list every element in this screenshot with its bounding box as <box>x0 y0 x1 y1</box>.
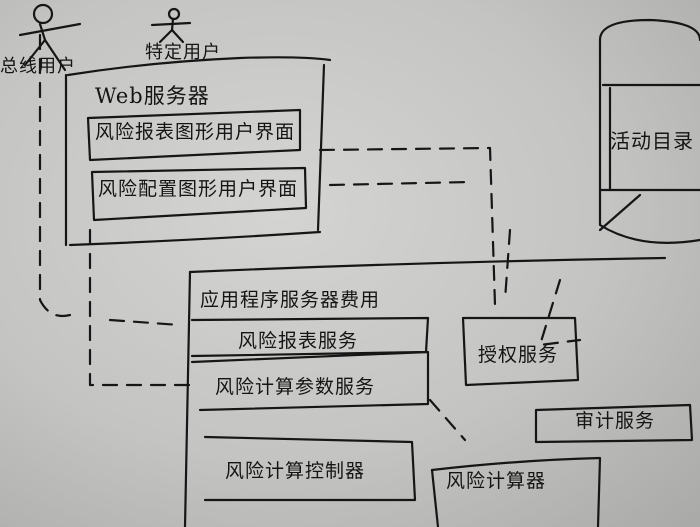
actor-figure-specific-user <box>150 7 192 44</box>
risk-report-service: 风险报表服务 <box>238 330 359 352</box>
connector-lines <box>38 33 642 442</box>
app-server-box <box>183 256 694 527</box>
auth-service: 授权服务 <box>478 344 559 366</box>
risk-calculator: 风险计算器 <box>446 470 547 492</box>
actor-label-general-user: 总线用户 <box>0 56 76 77</box>
active-directory-label: 活动目录 <box>610 129 694 153</box>
actor-figure-general-user <box>18 3 82 72</box>
app-server-title: 应用程序服务器费用 <box>200 289 381 311</box>
web-server-box <box>64 56 332 247</box>
web-server-title: Web服务器 <box>95 84 210 108</box>
audit-service: 审计服务 <box>575 410 656 432</box>
risk-calc-param-service: 风险计算参数服务 <box>215 376 376 398</box>
risk-config-gui: 风险配置图形用户界面 <box>98 178 299 200</box>
risk-report-gui: 风险报表图形用户界面 <box>95 121 296 143</box>
actor-label-specific-user: 特定用户 <box>145 42 221 63</box>
risk-calc-controller: 风险计算控制器 <box>225 460 366 482</box>
